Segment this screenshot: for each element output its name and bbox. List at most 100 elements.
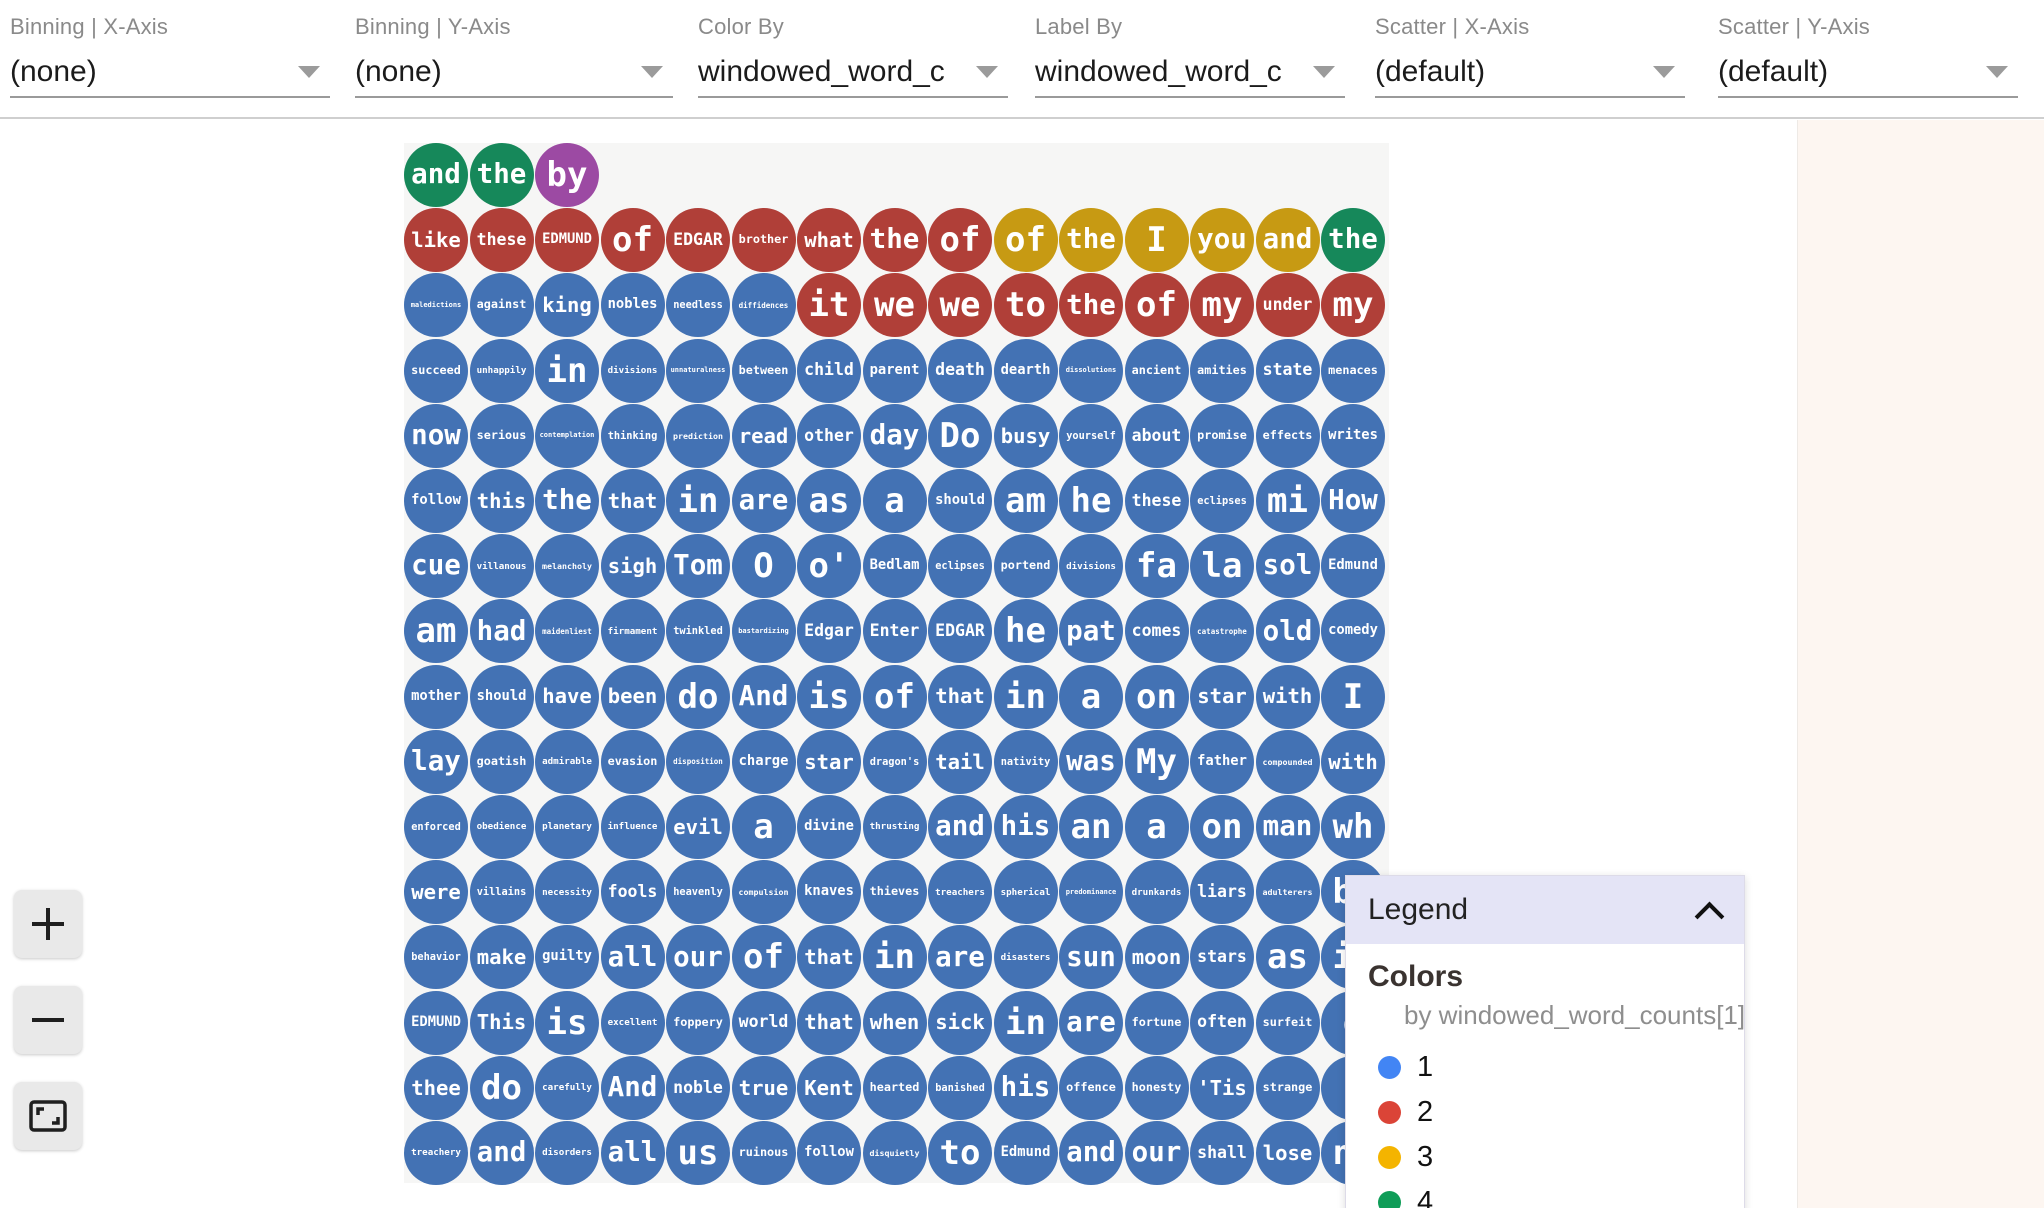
bubble-point[interactable]: father bbox=[1190, 729, 1254, 794]
bubble-point[interactable]: thinking bbox=[600, 403, 665, 468]
bubble-point[interactable]: should bbox=[928, 469, 992, 533]
bubble-point[interactable]: king bbox=[535, 273, 599, 338]
bubble-point[interactable]: the bbox=[1059, 273, 1123, 338]
bubble-point[interactable]: 'Tis bbox=[1190, 1055, 1254, 1120]
bubble-point[interactable]: charge bbox=[731, 729, 796, 794]
bubble-point[interactable]: my bbox=[1190, 273, 1254, 338]
bubble-point[interactable]: succeed bbox=[404, 338, 468, 403]
bubble-point[interactable]: sick bbox=[928, 990, 992, 1055]
bubble-point[interactable]: tail bbox=[928, 729, 992, 794]
bubble-point[interactable]: yourself bbox=[1059, 403, 1123, 468]
bubble-point[interactable]: of bbox=[1124, 273, 1189, 338]
bubble-point[interactable]: villanous bbox=[469, 534, 534, 599]
bubble-point[interactable]: do bbox=[666, 664, 730, 729]
bubble-point[interactable]: with bbox=[1255, 664, 1320, 729]
bubble-point[interactable]: writes bbox=[1321, 403, 1385, 468]
bubble-point[interactable]: knaves bbox=[797, 860, 861, 925]
bubble-point[interactable]: disorders bbox=[535, 1121, 599, 1185]
chevron-down-icon[interactable] bbox=[298, 66, 320, 78]
bubble-point[interactable]: goatish bbox=[469, 729, 534, 794]
bubble-point[interactable]: follow bbox=[797, 1121, 861, 1185]
bubble-point[interactable]: death bbox=[928, 338, 992, 403]
bubble-point[interactable]: my bbox=[1321, 273, 1385, 338]
dropdown-scatter-x-axis[interactable]: Scatter | X-Axis(default) bbox=[1375, 14, 1685, 106]
bubble-point[interactable]: This bbox=[469, 990, 534, 1055]
bubble-point[interactable]: his bbox=[993, 1055, 1058, 1120]
dropdown-binning-y-axis[interactable]: Binning | Y-Axis(none) bbox=[355, 14, 673, 106]
bubble-point[interactable]: our bbox=[1124, 1121, 1189, 1185]
bubble-point[interactable]: are bbox=[1059, 990, 1123, 1055]
bubble-point[interactable]: busy bbox=[993, 403, 1058, 468]
bubble-point[interactable]: hearted bbox=[862, 1055, 927, 1120]
bubble-point[interactable]: Edmund bbox=[1321, 534, 1385, 599]
bubble-point[interactable]: predominance bbox=[1059, 860, 1123, 925]
bubble-point[interactable]: parent bbox=[862, 338, 927, 403]
bubble-point[interactable]: EDGAR bbox=[928, 599, 992, 664]
bubble-point[interactable]: these bbox=[469, 208, 534, 273]
bubble-point[interactable]: read bbox=[731, 403, 796, 468]
bubble-point[interactable]: that bbox=[600, 469, 665, 533]
dropdown-control[interactable]: windowed_word_c bbox=[1035, 48, 1345, 98]
bubble-point[interactable]: should bbox=[469, 664, 534, 729]
bubble-point[interactable]: Do bbox=[928, 403, 992, 468]
bubble-point[interactable]: sol bbox=[1255, 534, 1320, 599]
dropdown-binning-x-axis[interactable]: Binning | X-Axis(none) bbox=[10, 14, 330, 106]
bubble-point[interactable]: promise bbox=[1190, 403, 1254, 468]
bubble-point[interactable]: day bbox=[862, 403, 927, 468]
bubble-point[interactable]: planetary bbox=[535, 795, 599, 859]
bubble-point[interactable]: treachers bbox=[928, 860, 992, 925]
bubble-point[interactable]: now bbox=[404, 403, 468, 468]
bubble-point[interactable]: drunkards bbox=[1124, 860, 1189, 925]
bubble-point[interactable]: old bbox=[1255, 599, 1320, 664]
bubble-point[interactable]: of bbox=[731, 925, 796, 990]
bubble-point[interactable]: I bbox=[1321, 664, 1385, 729]
bubble-point[interactable]: often bbox=[1190, 990, 1254, 1055]
bubble-point[interactable]: it bbox=[797, 273, 861, 338]
bubble-point[interactable]: and bbox=[928, 795, 992, 859]
bubble-point[interactable]: between bbox=[731, 338, 796, 403]
bubble-point[interactable]: la bbox=[1190, 534, 1254, 599]
chevron-down-icon[interactable] bbox=[1653, 66, 1675, 78]
bubble-point[interactable]: as bbox=[1255, 925, 1320, 990]
bubble-point[interactable]: liars bbox=[1190, 860, 1254, 925]
bubble-point[interactable]: influence bbox=[600, 795, 665, 859]
bubble-point[interactable]: brother bbox=[731, 208, 796, 273]
bubble-point[interactable]: you bbox=[1190, 208, 1254, 273]
bubble-point[interactable]: effects bbox=[1255, 403, 1320, 468]
bubble-point[interactable]: us bbox=[666, 1121, 730, 1185]
bubble-point[interactable]: behavior bbox=[404, 925, 468, 990]
bubble-point[interactable]: child bbox=[797, 338, 861, 403]
bubble-point[interactable]: the bbox=[535, 469, 599, 533]
dropdown-control[interactable]: (default) bbox=[1718, 48, 2018, 98]
bubble-point[interactable]: unnaturalness bbox=[666, 338, 730, 403]
bubble-point[interactable]: a bbox=[731, 795, 796, 859]
bubble-point[interactable]: is bbox=[535, 990, 599, 1055]
bubble-point[interactable]: when bbox=[862, 990, 927, 1055]
bubble-point[interactable]: thee bbox=[404, 1055, 468, 1120]
bubble-point[interactable]: other bbox=[797, 403, 861, 468]
legend-item[interactable]: 2 bbox=[1368, 1090, 1722, 1135]
bubble-point[interactable]: And bbox=[731, 664, 796, 729]
bubble-point[interactable]: the bbox=[1321, 208, 1385, 273]
bubble-point[interactable]: with bbox=[1321, 729, 1385, 794]
bubble-point[interactable]: are bbox=[928, 925, 992, 990]
bubble-point[interactable]: like bbox=[404, 208, 468, 273]
bubble-point[interactable]: evil bbox=[666, 795, 730, 859]
bubble-point[interactable]: prediction bbox=[666, 403, 730, 468]
bubble-point[interactable]: spherical bbox=[993, 860, 1058, 925]
bubble-point[interactable]: mother bbox=[404, 664, 468, 729]
bubble-point[interactable]: I bbox=[1124, 208, 1189, 273]
bubble-point[interactable]: necessity bbox=[535, 860, 599, 925]
bubble-point[interactable]: surfeit bbox=[1255, 990, 1320, 1055]
bubble-point[interactable]: star bbox=[797, 729, 861, 794]
bubble-point[interactable]: had bbox=[469, 599, 534, 664]
bubble-point[interactable]: sigh bbox=[600, 534, 665, 599]
bubble-point[interactable]: these bbox=[1124, 469, 1189, 533]
bubble-point[interactable]: to bbox=[993, 273, 1058, 338]
bubble-point[interactable]: maidenliest bbox=[535, 599, 599, 664]
bubble-point[interactable]: excellent bbox=[600, 990, 665, 1055]
bubble-point[interactable]: How bbox=[1321, 469, 1385, 533]
bubble-point[interactable]: against bbox=[469, 273, 534, 338]
bubble-point[interactable]: dissolutions bbox=[1059, 338, 1123, 403]
